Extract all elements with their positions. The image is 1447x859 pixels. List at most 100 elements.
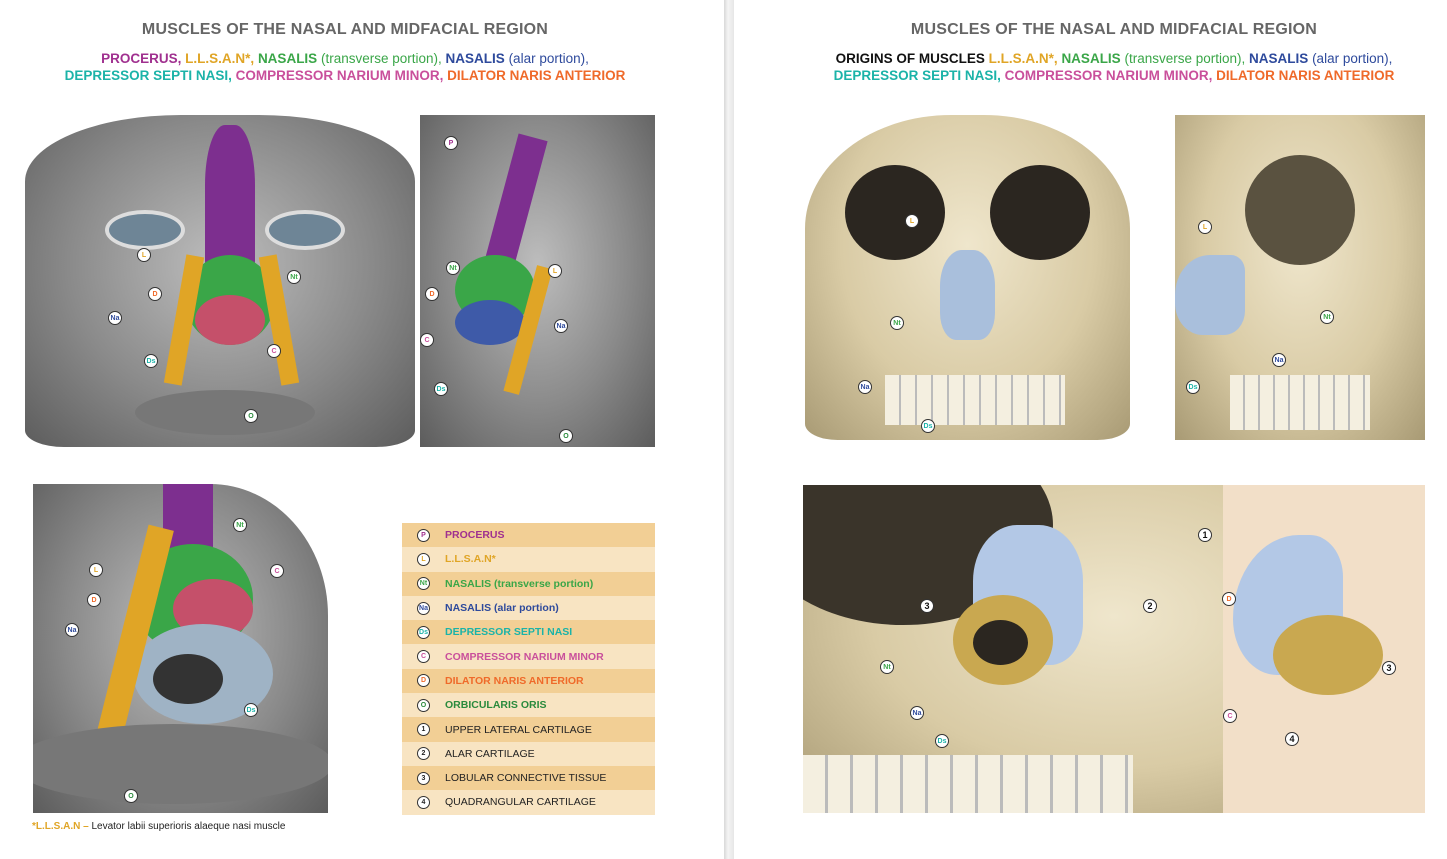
legend-label: DEPRESSOR SEPTI NASI (445, 626, 573, 639)
label-marker-c: C (1223, 709, 1237, 723)
legend-row: Nt NASALIS (transverse portion) (402, 571, 655, 596)
subtitle-procerus: PROCERUS, (101, 51, 182, 66)
legend-marker-icon: L (417, 552, 430, 566)
label-marker-ds: Ds (434, 382, 448, 396)
label-marker-nt: Nt (287, 270, 301, 284)
legend-marker-icon: 2 (417, 747, 430, 761)
label-marker-l: L (137, 248, 151, 262)
label-marker-o: O (124, 789, 138, 803)
legend-marker-icon: C (417, 650, 430, 664)
label-marker-na: Na (910, 706, 924, 720)
label-marker-nt: Nt (446, 261, 460, 275)
label-marker-l: L (89, 563, 103, 577)
label-marker-n1: 1 (1198, 528, 1212, 542)
nasal-cartilage-illustration (803, 485, 1425, 813)
label-marker-n3: 3 (920, 599, 934, 613)
subtitle-compressor: COMPRESSOR NARIUM MINOR, (1004, 68, 1213, 83)
legend-row: C COMPRESSOR NARIUM MINOR (402, 644, 655, 669)
subtitle-dilator: DILATOR NARIS ANTERIOR (447, 68, 626, 83)
label-marker-n3: 3 (1382, 661, 1396, 675)
right-page: MUSCLES OF THE NASAL AND MIDFACIAL REGIO… (734, 0, 1447, 859)
subtitle-nasalis-alar-note: (alar portion), (1312, 51, 1393, 66)
legend-label: QUADRANGULAR CARTILAGE (445, 796, 596, 809)
label-marker-nt: Nt (890, 316, 904, 330)
subtitle-nasalis-transverse: NASALIS (257, 51, 318, 66)
label-marker-ds: Ds (144, 354, 158, 368)
label-marker-l: L (1198, 220, 1212, 234)
label-marker-na: Na (108, 311, 122, 325)
page-title: MUSCLES OF THE NASAL AND MIDFACIAL REGIO… (141, 21, 549, 38)
footnote-text: Levator labii superioris alaeque nasi mu… (91, 821, 286, 832)
legend-label: NASALIS (alar portion) (445, 602, 559, 615)
legend-marker-icon: 3 (417, 771, 430, 785)
page-subtitle: PROCERUS, L.L.S.A.N*, NASALIS (transvers… (0, 50, 690, 84)
legend-marker-icon: D (417, 674, 430, 688)
label-marker-ds: Ds (1186, 380, 1200, 394)
legend-marker-icon: Nt (417, 577, 430, 591)
subtitle-compressor: COMPRESSOR NARIUM MINOR, (235, 68, 444, 83)
legend-row: Na NASALIS (alar portion) (402, 595, 655, 621)
label-marker-c: C (270, 564, 284, 578)
label-marker-na: Na (858, 380, 872, 394)
label-marker-l: L (905, 214, 919, 228)
skull-front-illustration (805, 115, 1130, 440)
label-marker-n2: 2 (1143, 599, 1157, 613)
legend-label: UPPER LATERAL CARTILAGE (445, 723, 592, 736)
label-marker-na: Na (65, 623, 79, 637)
legend-label: LOBULAR CONNECTIVE TISSUE (445, 772, 607, 785)
label-marker-ds: Ds (244, 703, 258, 717)
legend-row: L L.L.S.A.N* (402, 547, 655, 572)
label-marker-na: Na (554, 319, 568, 333)
subtitle-depressor: DEPRESSOR SEPTI NASI, (64, 68, 232, 83)
subtitle-nasalis-alar-note: (alar portion), (508, 51, 589, 66)
page-title: MUSCLES OF THE NASAL AND MIDFACIAL REGIO… (910, 21, 1318, 38)
face-front-illustration (25, 115, 415, 447)
legend-marker-icon: 4 (417, 795, 430, 809)
legend-label: PROCERUS (445, 529, 505, 542)
label-marker-ds: Ds (921, 419, 935, 433)
label-marker-nt: Nt (233, 518, 247, 532)
label-marker-d: D (148, 287, 162, 301)
legend-row: O ORBICULARIS ORIS (402, 693, 655, 718)
legend-label: COMPRESSOR NARIUM MINOR (445, 650, 604, 663)
label-marker-o: O (559, 429, 573, 443)
label-marker-l: L (548, 264, 562, 278)
label-marker-d: D (1222, 592, 1236, 606)
subtitle-nasalis-transverse-note: (transverse portion), (1124, 51, 1246, 66)
label-marker-c: C (267, 344, 281, 358)
skull-side-illustration (1175, 115, 1425, 440)
page-gutter (724, 0, 734, 859)
legend-row: 3 LOBULAR CONNECTIVE TISSUE (402, 765, 655, 791)
legend-label: NASALIS (transverse portion) (445, 577, 594, 590)
legend-marker-icon: 1 (417, 723, 430, 737)
face-side-illustration (420, 115, 655, 447)
legend-marker-icon: Na (417, 601, 430, 615)
legend-marker-icon: P (417, 528, 430, 542)
label-marker-nt: Nt (880, 660, 894, 674)
legend-marker-icon: O (417, 698, 430, 712)
label-marker-n4: 4 (1285, 732, 1299, 746)
legend-label: L.L.S.A.N* (445, 553, 496, 566)
label-marker-nt: Nt (1320, 310, 1334, 324)
subtitle-nasalis-transverse: NASALIS (1061, 51, 1121, 66)
legend-row: P PROCERUS (402, 523, 655, 548)
label-marker-ds: Ds (935, 734, 949, 748)
subtitle-origins: ORIGINS OF MUSCLES (835, 51, 985, 66)
subtitle-nasalis-alar: NASALIS (1249, 51, 1309, 66)
page-subtitle: ORIGINS OF MUSCLES L.L.S.A.N*, NASALIS (… (734, 50, 1447, 84)
subtitle-depressor: DEPRESSOR SEPTI NASI, (833, 68, 1001, 83)
legend-row: 4 QUADRANGULAR CARTILAGE (402, 790, 655, 815)
subtitle-llsan: L.L.S.A.N*, (185, 51, 255, 66)
legend-row: 2 ALAR CARTILAGE (402, 741, 655, 766)
label-marker-na: Na (1272, 353, 1286, 367)
legend-label: ORBICULARIS ORIS (445, 699, 547, 712)
label-marker-d: D (87, 593, 101, 607)
subtitle-llsan: L.L.S.A.N*, (988, 51, 1058, 66)
nose-closeup-illustration (33, 484, 328, 813)
legend-table: P PROCERUS L L.L.S.A.N* Nt NASALIS (transvers… (402, 523, 655, 815)
legend-label: ALAR CARTILAGE (445, 747, 535, 760)
footnote: *L.L.S.A.N – Levator labii superioris al… (32, 821, 285, 832)
subtitle-nasalis-transverse-note: (transverse portion), (320, 51, 442, 66)
